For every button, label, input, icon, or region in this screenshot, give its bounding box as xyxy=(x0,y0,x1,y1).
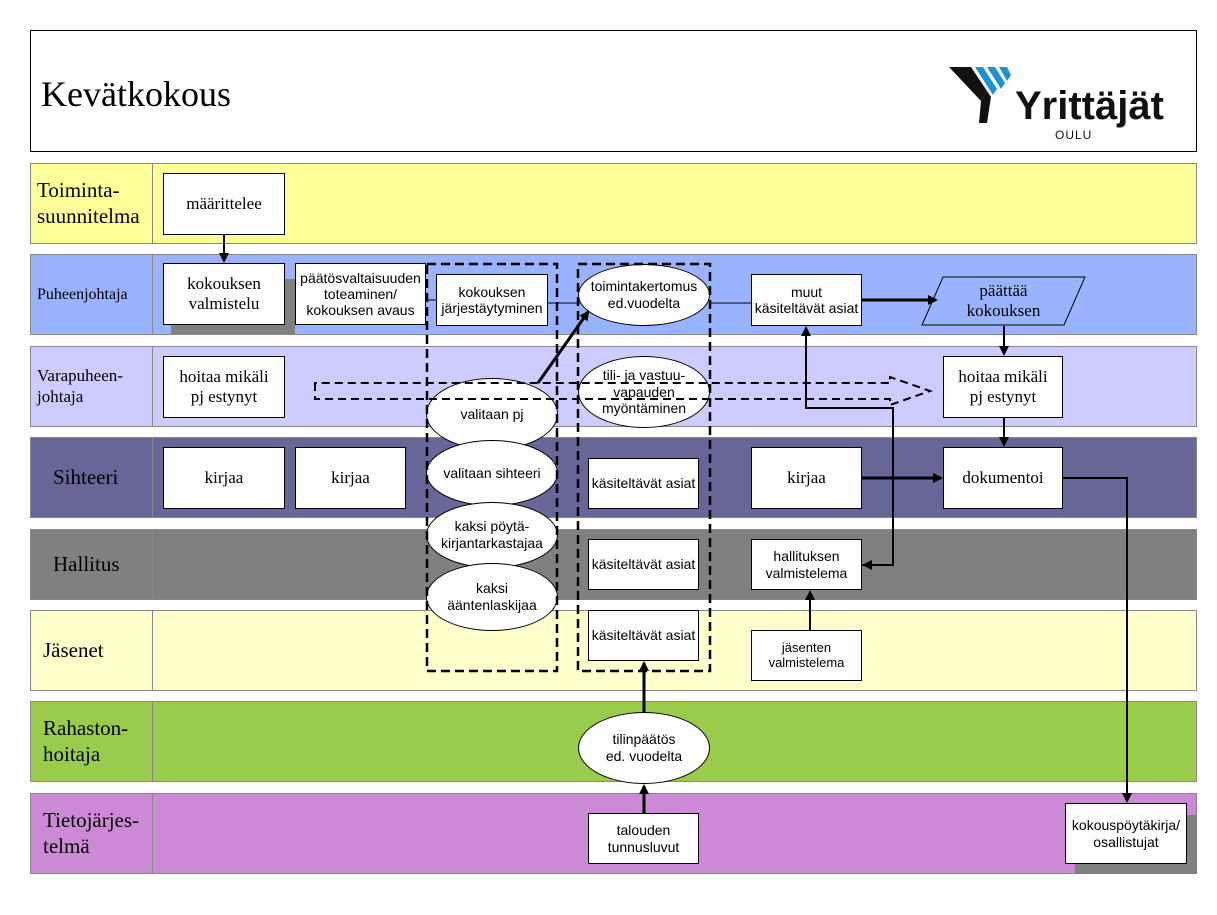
lane-label: Jäsenet xyxy=(31,611,153,690)
header-panel: Kevätkokous Yrittäjät OULU xyxy=(30,30,1197,152)
ellipse-valitaan-sihteeri: valitaan sihteeri xyxy=(426,440,558,506)
lane-label: Tietojärjes- telmä xyxy=(31,794,153,873)
lane-label: Puheenjohtaja xyxy=(31,255,153,334)
box-kirjaa-1: kirjaa xyxy=(163,447,285,509)
box-kirjaa-3: kirjaa xyxy=(751,447,862,509)
box-hoitaa-mikali-pj-estynyt-2: hoitaa mikäli pj estynyt xyxy=(943,356,1063,418)
lane-label: Rahaston- hoitaja xyxy=(31,702,153,781)
logo-subtext: OULU xyxy=(1055,128,1092,141)
yrittajat-logo: Yrittäjät OULU xyxy=(947,61,1177,142)
lane-label: Toiminta- suunnitelma xyxy=(31,164,153,243)
ellipse-poytakirjantarkastajaa: kaksi pöytä- kirjantarkastajaa xyxy=(426,502,558,568)
dashed-group-left xyxy=(425,262,559,673)
box-talouden-tunnusluvut: talouden tunnusluvut xyxy=(588,813,699,864)
ellipse-tilinpaatos: tilinpäätös ed. vuodelta xyxy=(578,712,710,784)
box-kokouksen-valmistelu: kokouksen valmistelu xyxy=(163,263,285,325)
ellipse-toimintakertomus: toimintakertomus ed.vuodelta xyxy=(578,264,710,326)
box-kasiteltavat-asiat-2: käsiteltävät asiat xyxy=(588,539,699,590)
box-kokouspoytakirja-osallistujat: kokouspöytäkirja/ osallistujat xyxy=(1065,803,1187,864)
box-kokouksen-jarjestaytyminen: kokouksen järjestäytyminen xyxy=(436,274,548,326)
box-maarittelee: määrittelee xyxy=(163,173,285,235)
ellipse-valitaan-pj: valitaan pj xyxy=(426,378,558,450)
box-kasiteltavat-asiat-1: käsiteltävät asiat xyxy=(588,458,699,509)
lane-label: Varapuheen- johtaja xyxy=(31,347,153,426)
lane-label: Sihteeri xyxy=(31,438,153,517)
box-dokumentoi: dokumentoi xyxy=(943,447,1063,509)
box-hoitaa-mikali-pj-estynyt: hoitaa mikäli pj estynyt xyxy=(163,356,285,418)
box-hallituksen-valmistelema: hallituksen valmistelema xyxy=(751,539,862,590)
dashed-group-right xyxy=(576,262,712,673)
lane-label: Hallitus xyxy=(31,530,153,599)
box-kirjaa-2: kirjaa xyxy=(295,447,406,509)
box-kasiteltavat-asiat-3: käsiteltävät asiat xyxy=(588,610,699,661)
paattaa-kokouksen-label: päättää kokouksen xyxy=(966,281,1041,320)
box-paatosvaltaisuuden-toteaminen: päätösvaltaisuuden toteaminen/ kokouksen… xyxy=(295,263,426,325)
ellipse-aantenlaskijaa: kaksi ääntenlaskijaa xyxy=(426,563,558,631)
parallelogram-paattaa-kokouksen: päättää kokouksen xyxy=(921,276,1086,326)
page-title: Kevätkokous xyxy=(41,74,231,114)
box-jasenten-valmistelema: jäsenten valmistelema xyxy=(751,630,862,681)
ellipse-tili-vastuuvapauden: tili- ja vastuu- vapauden myöntäminen xyxy=(578,356,710,428)
logo-text: Yrittäjät xyxy=(1015,84,1164,128)
box-muut-kasiteltavat-asiat: muut käsiteltävät asiat xyxy=(751,274,862,326)
